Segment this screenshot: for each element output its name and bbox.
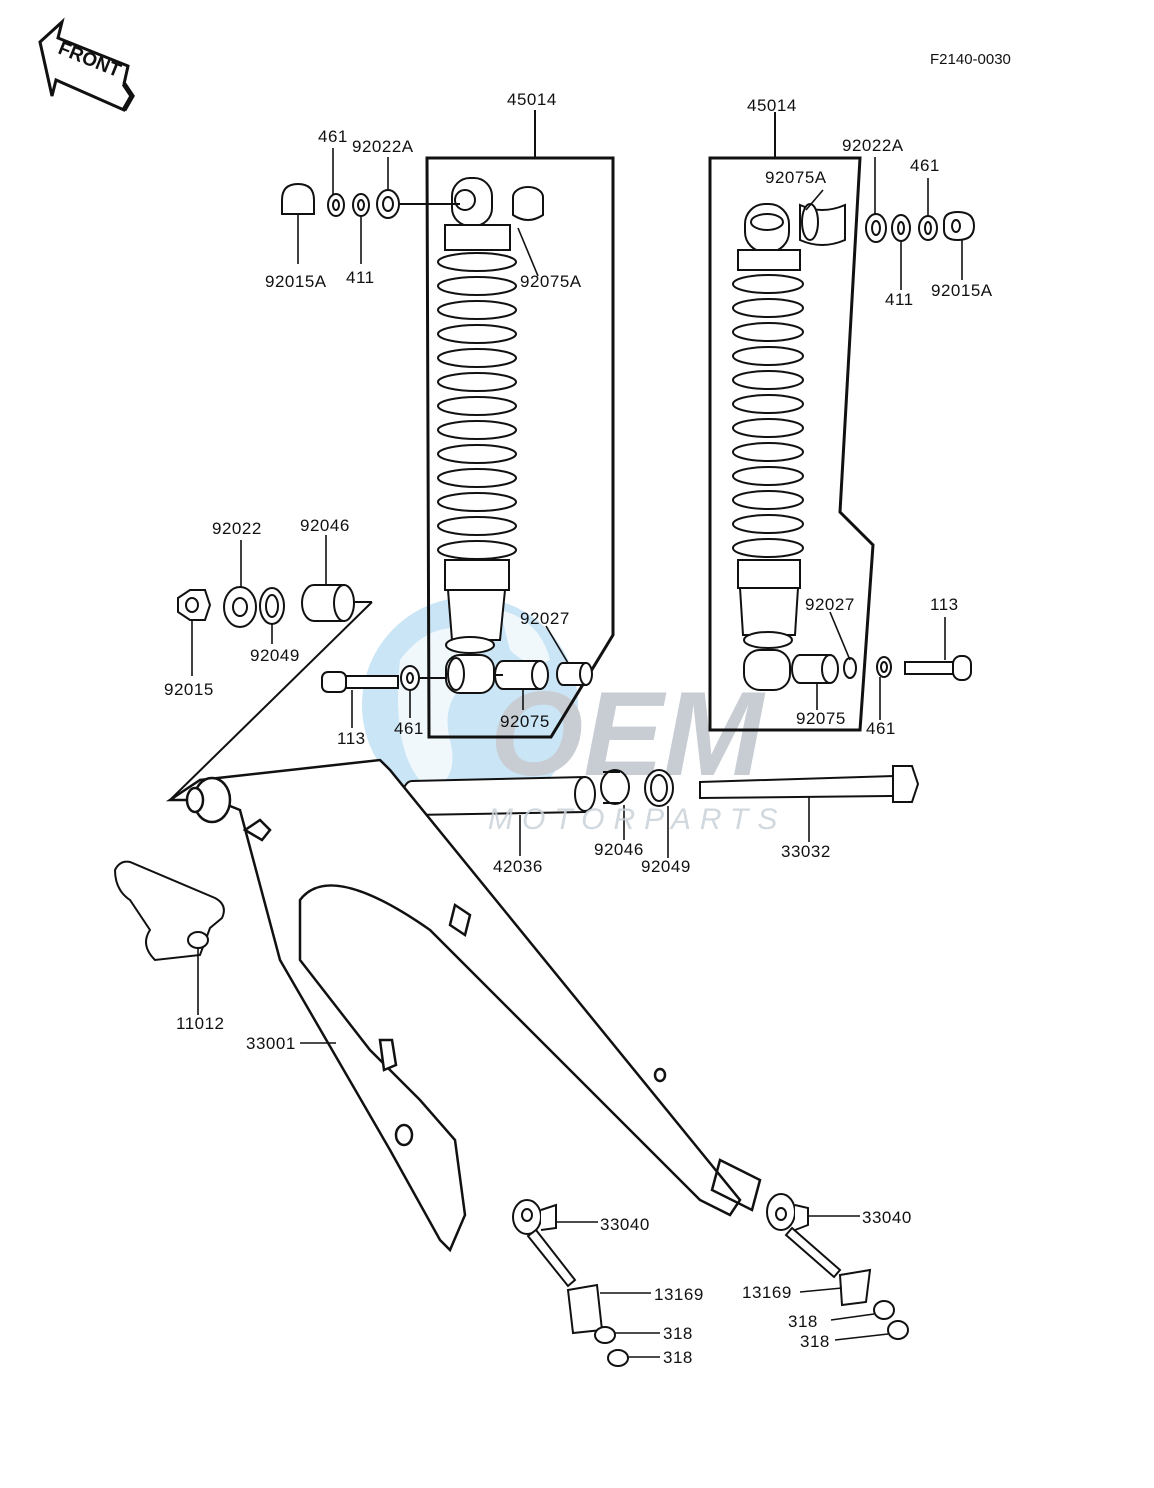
- spring-coil: [732, 466, 804, 486]
- part-label-92022A-left[interactable]: 92022A: [352, 137, 414, 156]
- part-label-33040-left[interactable]: 33040: [600, 1215, 650, 1234]
- part-label-92015[interactable]: 92015: [164, 680, 214, 699]
- part-label-42036[interactable]: 42036: [493, 857, 543, 876]
- part-label-92075-right[interactable]: 92075: [796, 709, 846, 728]
- part-label-318-left-1[interactable]: 318: [663, 1324, 693, 1343]
- part-label-33040-right[interactable]: 33040: [862, 1208, 912, 1227]
- spring-coil: [437, 276, 517, 296]
- part-label-13169-left[interactable]: 13169: [654, 1285, 704, 1304]
- part-label-113-right[interactable]: 113: [930, 595, 959, 614]
- spring-coil: [437, 348, 517, 368]
- part-label-318-left-2[interactable]: 318: [663, 1348, 693, 1367]
- left-lower-hardware: [321, 660, 593, 693]
- spring-coil: [732, 322, 804, 342]
- part-label-461-top-left[interactable]: 461: [318, 127, 348, 146]
- part-label-45014-left[interactable]: 45014: [507, 90, 557, 109]
- left-shock-absorber: [437, 177, 544, 694]
- top-left-hardware: [281, 182, 460, 219]
- spring-coil: [732, 442, 804, 462]
- front-arrow-icon: FRONT: [38, 17, 135, 112]
- swing-arm: [165, 758, 762, 1253]
- part-label-461-mid-left[interactable]: 461: [394, 719, 424, 738]
- part-label-461-top-right[interactable]: 461: [910, 156, 940, 175]
- chain-adjuster-left: [512, 1199, 629, 1367]
- part-label-92015A-left[interactable]: 92015A: [265, 272, 327, 291]
- part-label-318-right-2[interactable]: 318: [800, 1332, 830, 1351]
- part-label-461-mid-right[interactable]: 461: [866, 719, 896, 738]
- spring-coil: [437, 540, 517, 560]
- spring-coil: [732, 346, 804, 366]
- leader-lines: [191, 148, 963, 1358]
- part-label-92015A-right[interactable]: 92015A: [931, 281, 993, 300]
- part-label-92022[interactable]: 92022: [212, 519, 262, 538]
- spring-coil: [732, 274, 804, 294]
- spring-coil: [437, 492, 517, 512]
- part-label-411-left[interactable]: 411: [346, 268, 375, 287]
- spring-coil: [437, 420, 517, 440]
- part-label-92046-top[interactable]: 92046: [300, 516, 350, 535]
- spring-coil: [437, 372, 517, 392]
- part-label-92027-left[interactable]: 92027: [520, 609, 570, 628]
- part-label-92027-right[interactable]: 92027: [805, 595, 855, 614]
- spring-coil: [732, 538, 804, 558]
- part-label-92022A-right[interactable]: 92022A: [842, 136, 904, 155]
- chain-adjuster-right: [766, 1193, 909, 1340]
- part-label-92075A-left[interactable]: 92075A: [520, 272, 582, 291]
- right-shock-absorber: [732, 203, 846, 691]
- chain-guide: [113, 860, 225, 962]
- spring-coil: [732, 514, 804, 534]
- part-label-92075-left[interactable]: 92075: [500, 712, 550, 731]
- spring-coil: [437, 324, 517, 344]
- diagram-id: F2140-0030: [930, 51, 1011, 68]
- part-label-92075A-right[interactable]: 92075A: [765, 168, 827, 187]
- spring-coil: [732, 490, 804, 510]
- part-label-92046-bottom[interactable]: 92046: [594, 840, 644, 859]
- part-label-92049-top[interactable]: 92049: [250, 646, 300, 665]
- right-shock-group-outline: [708, 156, 875, 732]
- spring-coil: [437, 444, 517, 464]
- part-label-318-right-1[interactable]: 318: [788, 1312, 818, 1331]
- part-label-11012[interactable]: 11012: [176, 1014, 225, 1033]
- part-label-92049-bottom[interactable]: 92049: [641, 857, 691, 876]
- pivot-hardware-left: [169, 584, 373, 801]
- spring-coil: [732, 394, 804, 414]
- spring-coil: [732, 418, 804, 438]
- part-label-113-left[interactable]: 113: [337, 729, 366, 748]
- part-label-33032[interactable]: 33032: [781, 842, 831, 861]
- part-label-45014-right[interactable]: 45014: [747, 96, 797, 115]
- spring-coil: [437, 396, 517, 416]
- spring-coil: [437, 252, 517, 272]
- spring-coil: [437, 516, 517, 536]
- part-label-13169-right[interactable]: 13169: [742, 1283, 792, 1302]
- top-right-hardware: [865, 210, 976, 243]
- spring-coil: [732, 298, 804, 318]
- part-label-33001[interactable]: 33001: [246, 1034, 296, 1053]
- watermark-subtext: MOTORPARTS: [488, 803, 787, 836]
- right-lower-hardware: [791, 654, 972, 684]
- spring-coil: [437, 468, 517, 488]
- part-label-411-right[interactable]: 411: [885, 290, 914, 309]
- spring-coil: [732, 370, 804, 390]
- spring-coil: [437, 300, 517, 320]
